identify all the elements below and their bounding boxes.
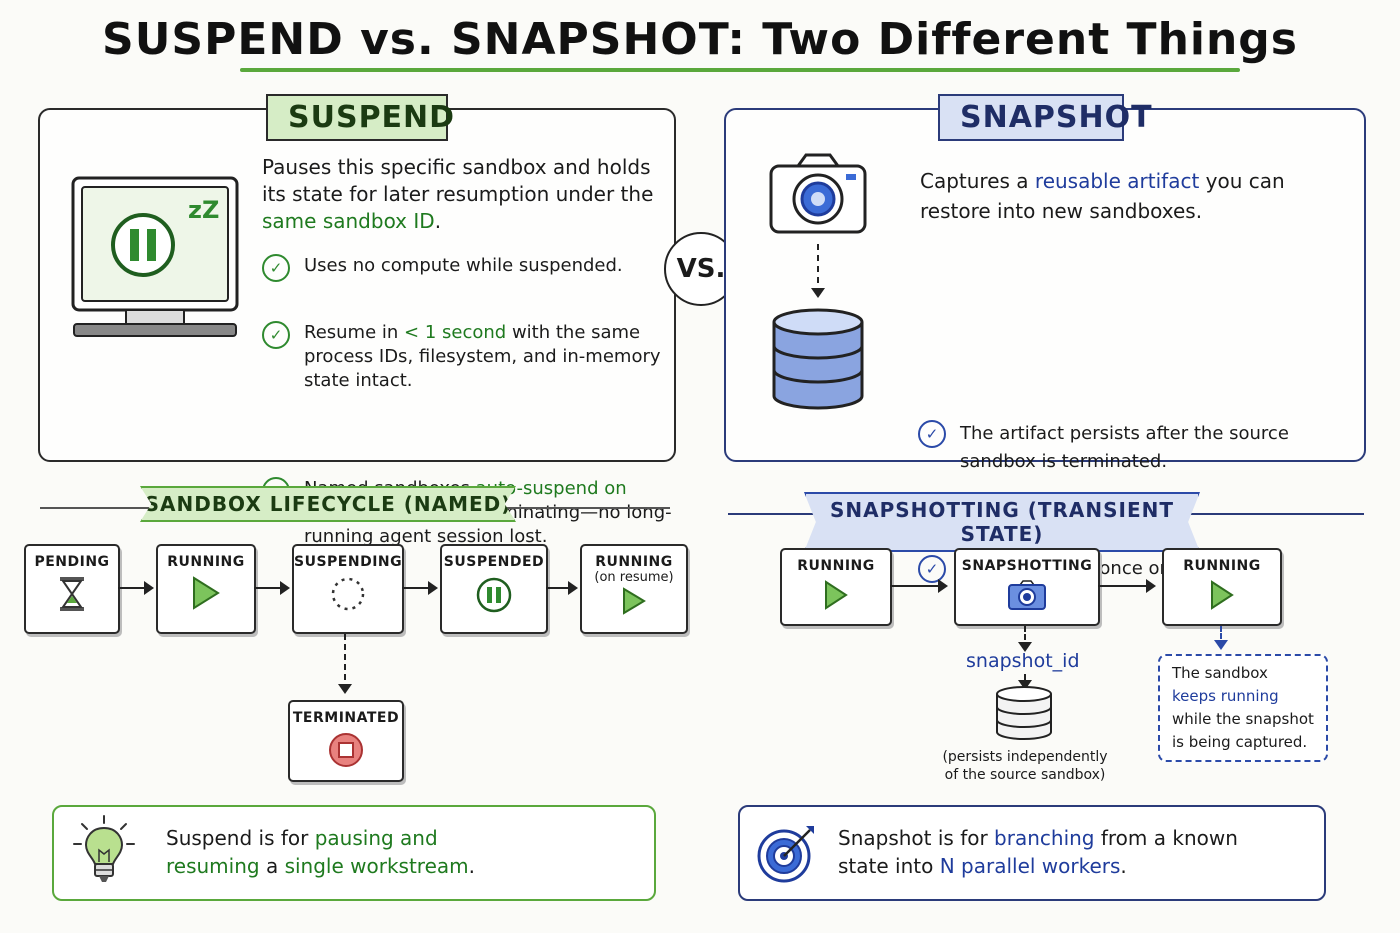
play-icon: [1211, 580, 1234, 610]
snapshot-description: Captures a reusable artifact you can res…: [920, 169, 1285, 223]
suspend-tip-text: Suspend is for pausing and resuming a si…: [166, 826, 475, 878]
snapshot-tip-text: Snapshot is for branching from a known s…: [838, 826, 1238, 878]
suspend-tag: SUSPEND: [266, 94, 454, 141]
state-suspending: SUSPENDING: [292, 544, 404, 634]
arrow-running-snapshotting: [890, 579, 948, 593]
arrow-running-suspending: [254, 581, 290, 595]
camera-icon: [768, 152, 868, 240]
persist-note: (persists independently of the source sa…: [942, 749, 1108, 783]
camera-to-db-arrow: [811, 244, 825, 298]
snapshot-bullet-1: ✓ The artifact persists after the source…: [918, 420, 1360, 476]
snapshot-id-label: snapshot_id: [966, 650, 1080, 672]
lifecycle-title: SANDBOX LIFECYCLE (NAMED): [140, 486, 516, 522]
suspend-bullet-2: ✓ Resume in < 1 second with the same pro…: [262, 321, 696, 393]
camera-icon: [1008, 580, 1046, 610]
page-title: SUSPEND vs. SNAPSHOT: Two Different Thin…: [102, 14, 1298, 65]
arrow-pending-running: [118, 581, 154, 595]
arrow-suspending-terminated: [338, 634, 352, 694]
snapshot-tip: [738, 805, 1326, 901]
state-pending: PENDING: [24, 544, 120, 634]
snapshot-tag: SNAPSHOT: [938, 94, 1152, 141]
database-icon: [770, 308, 866, 416]
keeps-running-note: The sandbox keeps running while the snap…: [1158, 654, 1328, 762]
arrow-suspended-resume: [546, 581, 578, 595]
snapshotting-title: SNAPSHOTTING (TRANSIENT STATE): [804, 492, 1200, 552]
state-running-resume: RUNNING (on resume): [580, 544, 688, 634]
suspend-tip: [52, 805, 656, 901]
suspend-description: Pauses this specific sandbox and holds i…: [262, 155, 654, 233]
arrow-running-note: [1214, 626, 1228, 650]
play-icon: [193, 576, 220, 610]
arrow-suspending-suspended: [402, 581, 438, 595]
lightbulb-icon: [72, 814, 136, 890]
hourglass-icon: [60, 577, 84, 611]
state-terminated: TERMINATED: [288, 700, 404, 782]
check-icon: ✓: [918, 555, 946, 583]
pause-icon: [476, 577, 512, 613]
check-icon: ✓: [262, 321, 290, 349]
arrow-snapshotting-running: [1098, 579, 1156, 593]
play-icon: [623, 587, 646, 615]
snap-state-snapshotting: SNAPSHOTTING: [954, 548, 1100, 626]
target-icon: [756, 820, 820, 888]
snap-state-running-1: RUNNING: [780, 548, 892, 626]
spinner-icon: [331, 577, 365, 611]
pause-icon: [108, 210, 178, 284]
snap-state-running-2: RUNNING: [1162, 548, 1282, 626]
title-underline: [240, 68, 1240, 72]
sleep-zzz: zZ: [188, 196, 220, 224]
state-running: RUNNING: [156, 544, 256, 634]
stop-icon: [329, 733, 363, 767]
check-icon: ✓: [918, 420, 946, 448]
state-suspended: SUSPENDED: [440, 544, 548, 634]
play-icon: [825, 580, 848, 610]
check-icon: ✓: [262, 254, 290, 282]
database-icon: [994, 684, 1054, 746]
arrow-id-db: [1018, 674, 1032, 690]
arrow-snapshotting-id: [1018, 626, 1032, 652]
suspend-bullet-1: ✓ Uses no compute while suspended.: [262, 254, 696, 282]
